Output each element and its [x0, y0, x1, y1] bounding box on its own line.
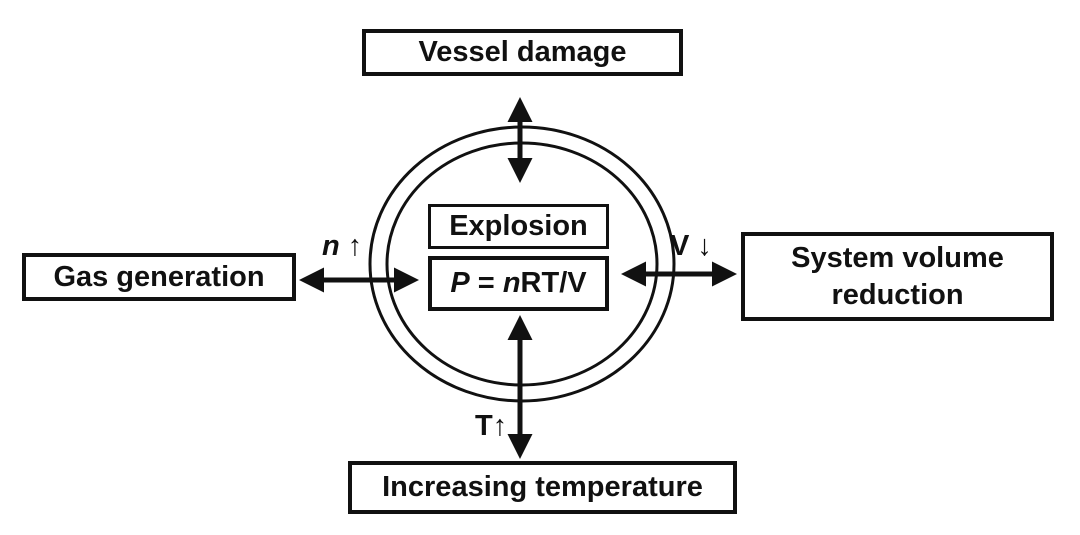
equation-rest: RT/V — [520, 267, 587, 300]
n-var: n — [322, 230, 340, 262]
equation-p: P — [450, 267, 470, 300]
up-arrow-icon: ↑ — [347, 230, 363, 262]
gas-generation-label: Gas generation — [53, 260, 265, 293]
up-arrow-icon: ↑ — [492, 410, 508, 442]
gas-generation-box: Gas generation — [22, 253, 296, 301]
increasing-temperature-box: Increasing temperature — [348, 461, 737, 514]
v-var: V — [670, 230, 690, 262]
vessel-damage-box: Vessel damage — [362, 29, 683, 76]
t-increase-label: T↑ — [475, 410, 507, 443]
equation-equals: = — [469, 267, 503, 300]
down-arrow-icon: ↓ — [697, 230, 712, 262]
vessel-damage-label: Vessel damage — [418, 36, 627, 69]
equation: P = nRT/V — [450, 265, 586, 301]
system-volume-label-line2: reduction — [831, 278, 964, 311]
n-increase-label: n ↑ — [322, 230, 362, 263]
explosion-label: Explosion — [449, 210, 588, 243]
equation-box: P = nRT/V — [428, 256, 609, 311]
increasing-temperature-label: Increasing temperature — [382, 471, 703, 504]
system-volume-label-line1: System volume — [791, 242, 1004, 275]
t-var: T — [475, 410, 493, 442]
system-volume-reduction-box: System volume reduction — [741, 232, 1054, 321]
explosion-box: Explosion — [428, 204, 609, 249]
v-decrease-label: V ↓ — [670, 230, 712, 263]
equation-n: n — [502, 267, 521, 300]
